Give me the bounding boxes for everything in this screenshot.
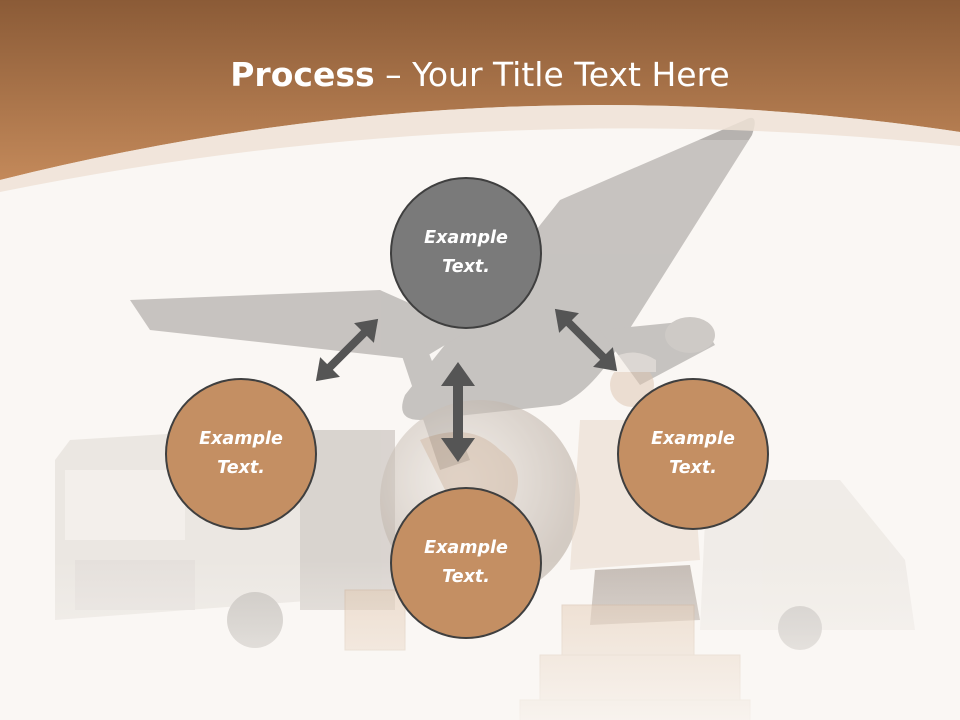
header-band bbox=[0, 0, 960, 180]
title-rest: Your Title Text Here bbox=[412, 55, 730, 94]
arrow-vertical bbox=[441, 362, 475, 462]
arrow-top-right bbox=[554, 308, 618, 372]
process-node-left[interactable]: Example Text. bbox=[165, 378, 317, 530]
node-right-line2: Text. bbox=[669, 458, 717, 478]
arrow-top-left bbox=[315, 318, 379, 382]
node-bottom-line2: Text. bbox=[442, 567, 490, 587]
slide-title: Process – Your Title Text Here bbox=[0, 52, 960, 98]
header-swoosh bbox=[0, 105, 960, 192]
node-top-line1: Example bbox=[424, 228, 508, 248]
process-node-top[interactable]: Example Text. bbox=[390, 177, 542, 329]
node-left-line2: Text. bbox=[217, 458, 265, 478]
title-bold: Process bbox=[230, 55, 375, 94]
node-right-line1: Example bbox=[651, 429, 735, 449]
node-top-line2: Text. bbox=[442, 257, 490, 277]
process-node-bottom[interactable]: Example Text. bbox=[390, 487, 542, 639]
arrows bbox=[315, 308, 618, 462]
node-bottom-line1: Example bbox=[424, 538, 508, 558]
process-node-right[interactable]: Example Text. bbox=[617, 378, 769, 530]
title-dash: – bbox=[374, 55, 413, 94]
node-left-line1: Example bbox=[199, 429, 283, 449]
